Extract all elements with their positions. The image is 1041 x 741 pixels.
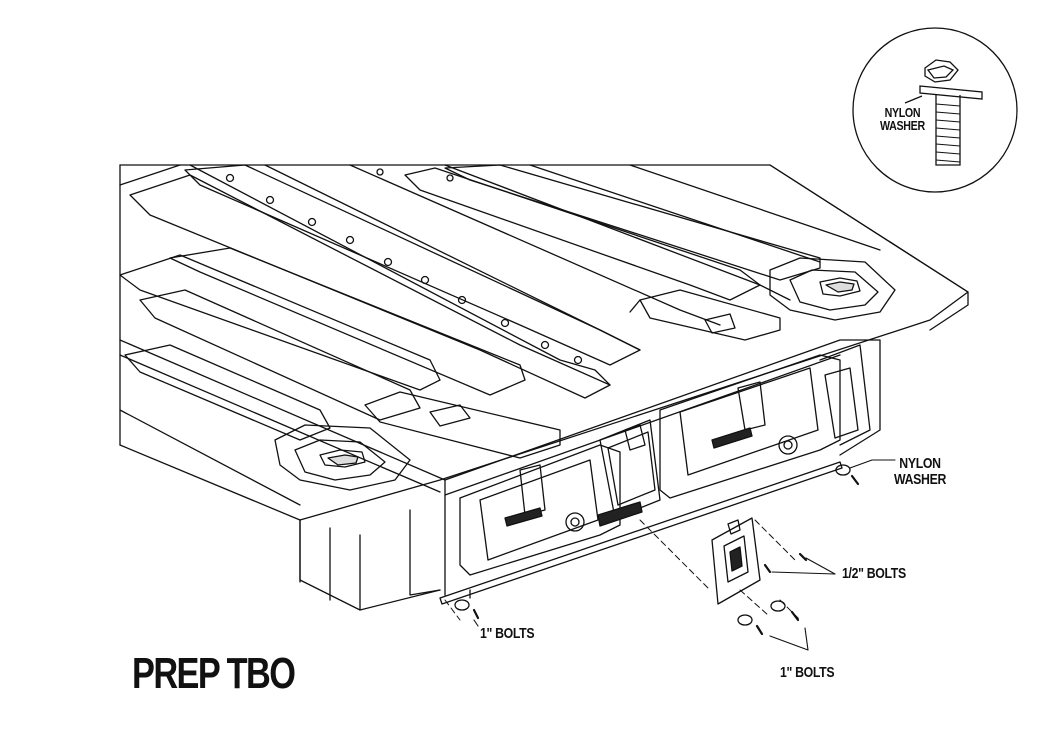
nylon-washer-line2: WASHER <box>894 471 947 488</box>
right-handle-recess <box>769 257 896 321</box>
leader-lines <box>473 459 896 651</box>
one-inch-bolts-right-label: 1" BOLTS <box>780 664 835 681</box>
deck-slat-panels <box>119 164 821 459</box>
drawer-fascia <box>299 339 881 611</box>
deck-rivets <box>225 168 583 365</box>
left-handle-recess <box>274 424 411 491</box>
hardware <box>454 464 860 636</box>
nylon-washer-line1: NYLON <box>899 455 941 472</box>
inset-washer-line2: WASHER <box>880 118 925 133</box>
page-title: PREP TBO <box>132 649 296 698</box>
deck-top <box>119 164 969 611</box>
inset-washer-detail <box>852 27 1018 193</box>
nylon-washer-label: NYLON WASHER <box>894 456 946 488</box>
inset-washer-label: NYLON WASHER <box>880 106 925 132</box>
mounting-bar <box>439 461 843 605</box>
inset-washer-line1: NYLON <box>884 105 921 120</box>
one-inch-bolts-left-label: 1" BOLTS <box>480 625 535 642</box>
assembly-guides <box>444 519 801 621</box>
half-inch-bolts-label: 1/2" BOLTS <box>842 565 906 582</box>
bracket-plate <box>711 517 761 605</box>
